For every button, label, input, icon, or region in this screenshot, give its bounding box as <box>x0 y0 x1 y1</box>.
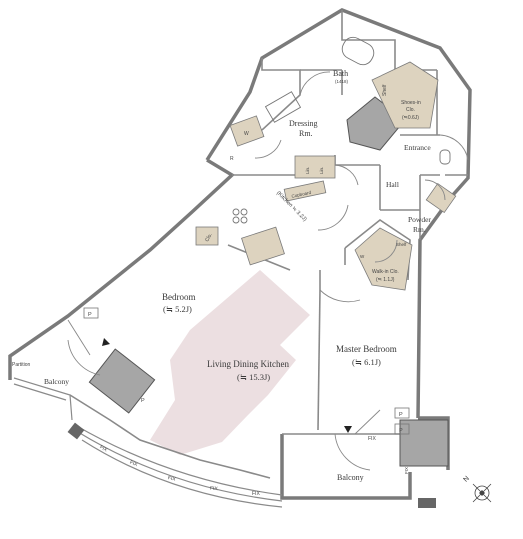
walkin-label: Walk-in Clo. <box>372 269 399 275</box>
bedroom-size: (≒ 5.2J) <box>163 304 192 314</box>
door-entrance <box>439 134 469 161</box>
powder-label: Powder <box>408 215 431 224</box>
walkin-shelf <box>354 227 413 291</box>
door-bedroom <box>67 339 101 376</box>
door-walkin <box>374 239 398 263</box>
fix-mark-4: FIX <box>167 475 177 483</box>
door-kitchen <box>317 204 349 231</box>
compass-n-label: N <box>462 475 471 484</box>
bathtub <box>341 36 375 66</box>
powder-counter <box>425 182 457 214</box>
balcony-bottom-label: Balcony <box>337 473 364 482</box>
p-mark-1: P <box>88 312 92 318</box>
fix-mark-6: FIX <box>99 444 109 453</box>
ldk-floor-pattern <box>150 270 310 455</box>
arrow-bedroom <box>102 338 110 346</box>
fix-mark-7: FIX <box>404 467 409 474</box>
walkin-size: (≒ 1.1J) <box>376 277 395 283</box>
entrance-label: Entrance <box>404 143 431 152</box>
door-dressing <box>254 139 282 159</box>
door-hall <box>334 164 359 186</box>
stove-4 <box>240 216 248 224</box>
master-label: Master Bedroom <box>336 344 397 354</box>
p-mark-3: P <box>399 428 403 434</box>
shaft-balcony <box>399 419 449 467</box>
small-column-2 <box>418 498 436 508</box>
shoes-in-size: (≒0.6J) <box>402 115 419 121</box>
fix-mark-3: FIX <box>210 485 219 492</box>
arrow-balcony <box>344 426 352 433</box>
door-master <box>319 289 361 303</box>
powder-label2: Rm. <box>413 225 426 234</box>
fix-mark-2: FIX <box>252 491 260 497</box>
shoes-in-label: Shoes-in <box>401 100 421 106</box>
w-dressing: W <box>244 131 249 137</box>
shoes-in-closet <box>371 61 439 129</box>
shaft-bedroom <box>88 348 156 414</box>
r-label: R <box>230 156 234 162</box>
ldk-size: (≒ 15.3J) <box>237 372 270 382</box>
linen-a: Lin. <box>305 167 310 174</box>
master-size: (≒ 6.1J) <box>352 357 381 367</box>
dressing-sink <box>264 91 302 123</box>
bath-label: Bath <box>333 69 348 78</box>
fix-mark-1: FIX <box>368 436 376 442</box>
linen-unit <box>294 155 336 179</box>
stove-3 <box>232 216 240 224</box>
dressing-w-unit <box>229 115 265 147</box>
balcony-rail-left <box>13 377 283 508</box>
stove-1 <box>232 208 240 216</box>
dressing-label2: Rm. <box>299 129 313 138</box>
bath-size: (1418) <box>335 79 349 84</box>
cupboard-label: Cupboard <box>291 190 312 199</box>
clo-label: Clo. <box>204 232 214 243</box>
clo-unit <box>195 226 219 246</box>
bath-fixtures <box>232 36 451 224</box>
door-bath <box>299 71 331 96</box>
shelf-top-label: Shelf <box>382 84 388 96</box>
compass-icon <box>472 483 492 503</box>
dressing-label: Dressing <box>289 119 317 128</box>
fix-mark-5: FIX <box>129 460 139 469</box>
small-column <box>67 422 85 440</box>
shelf-walkin-label: Shelf <box>396 242 407 247</box>
p-mark-2: P <box>399 412 403 418</box>
p-boxes <box>83 307 410 435</box>
doors <box>67 71 469 471</box>
cupboard <box>283 180 327 202</box>
shoes-in-label2: Clo. <box>406 107 415 113</box>
door-powder <box>424 179 446 201</box>
p-mark-4: P <box>141 398 145 404</box>
w-walkin: W <box>360 254 365 259</box>
fixtures <box>195 61 457 291</box>
stove-2 <box>240 208 248 216</box>
kitchen-counter <box>241 226 285 266</box>
ldk-label: Living Dining Kitchen <box>207 359 289 369</box>
door-balcony <box>334 433 371 471</box>
balcony-left-label: Balcony <box>44 377 69 386</box>
bedroom-label: Bedroom <box>162 292 196 302</box>
linen-b: Lin. <box>319 167 324 174</box>
toilet <box>439 149 451 165</box>
hall-label: Hall <box>386 180 399 189</box>
partition-label: Partition <box>12 362 31 368</box>
